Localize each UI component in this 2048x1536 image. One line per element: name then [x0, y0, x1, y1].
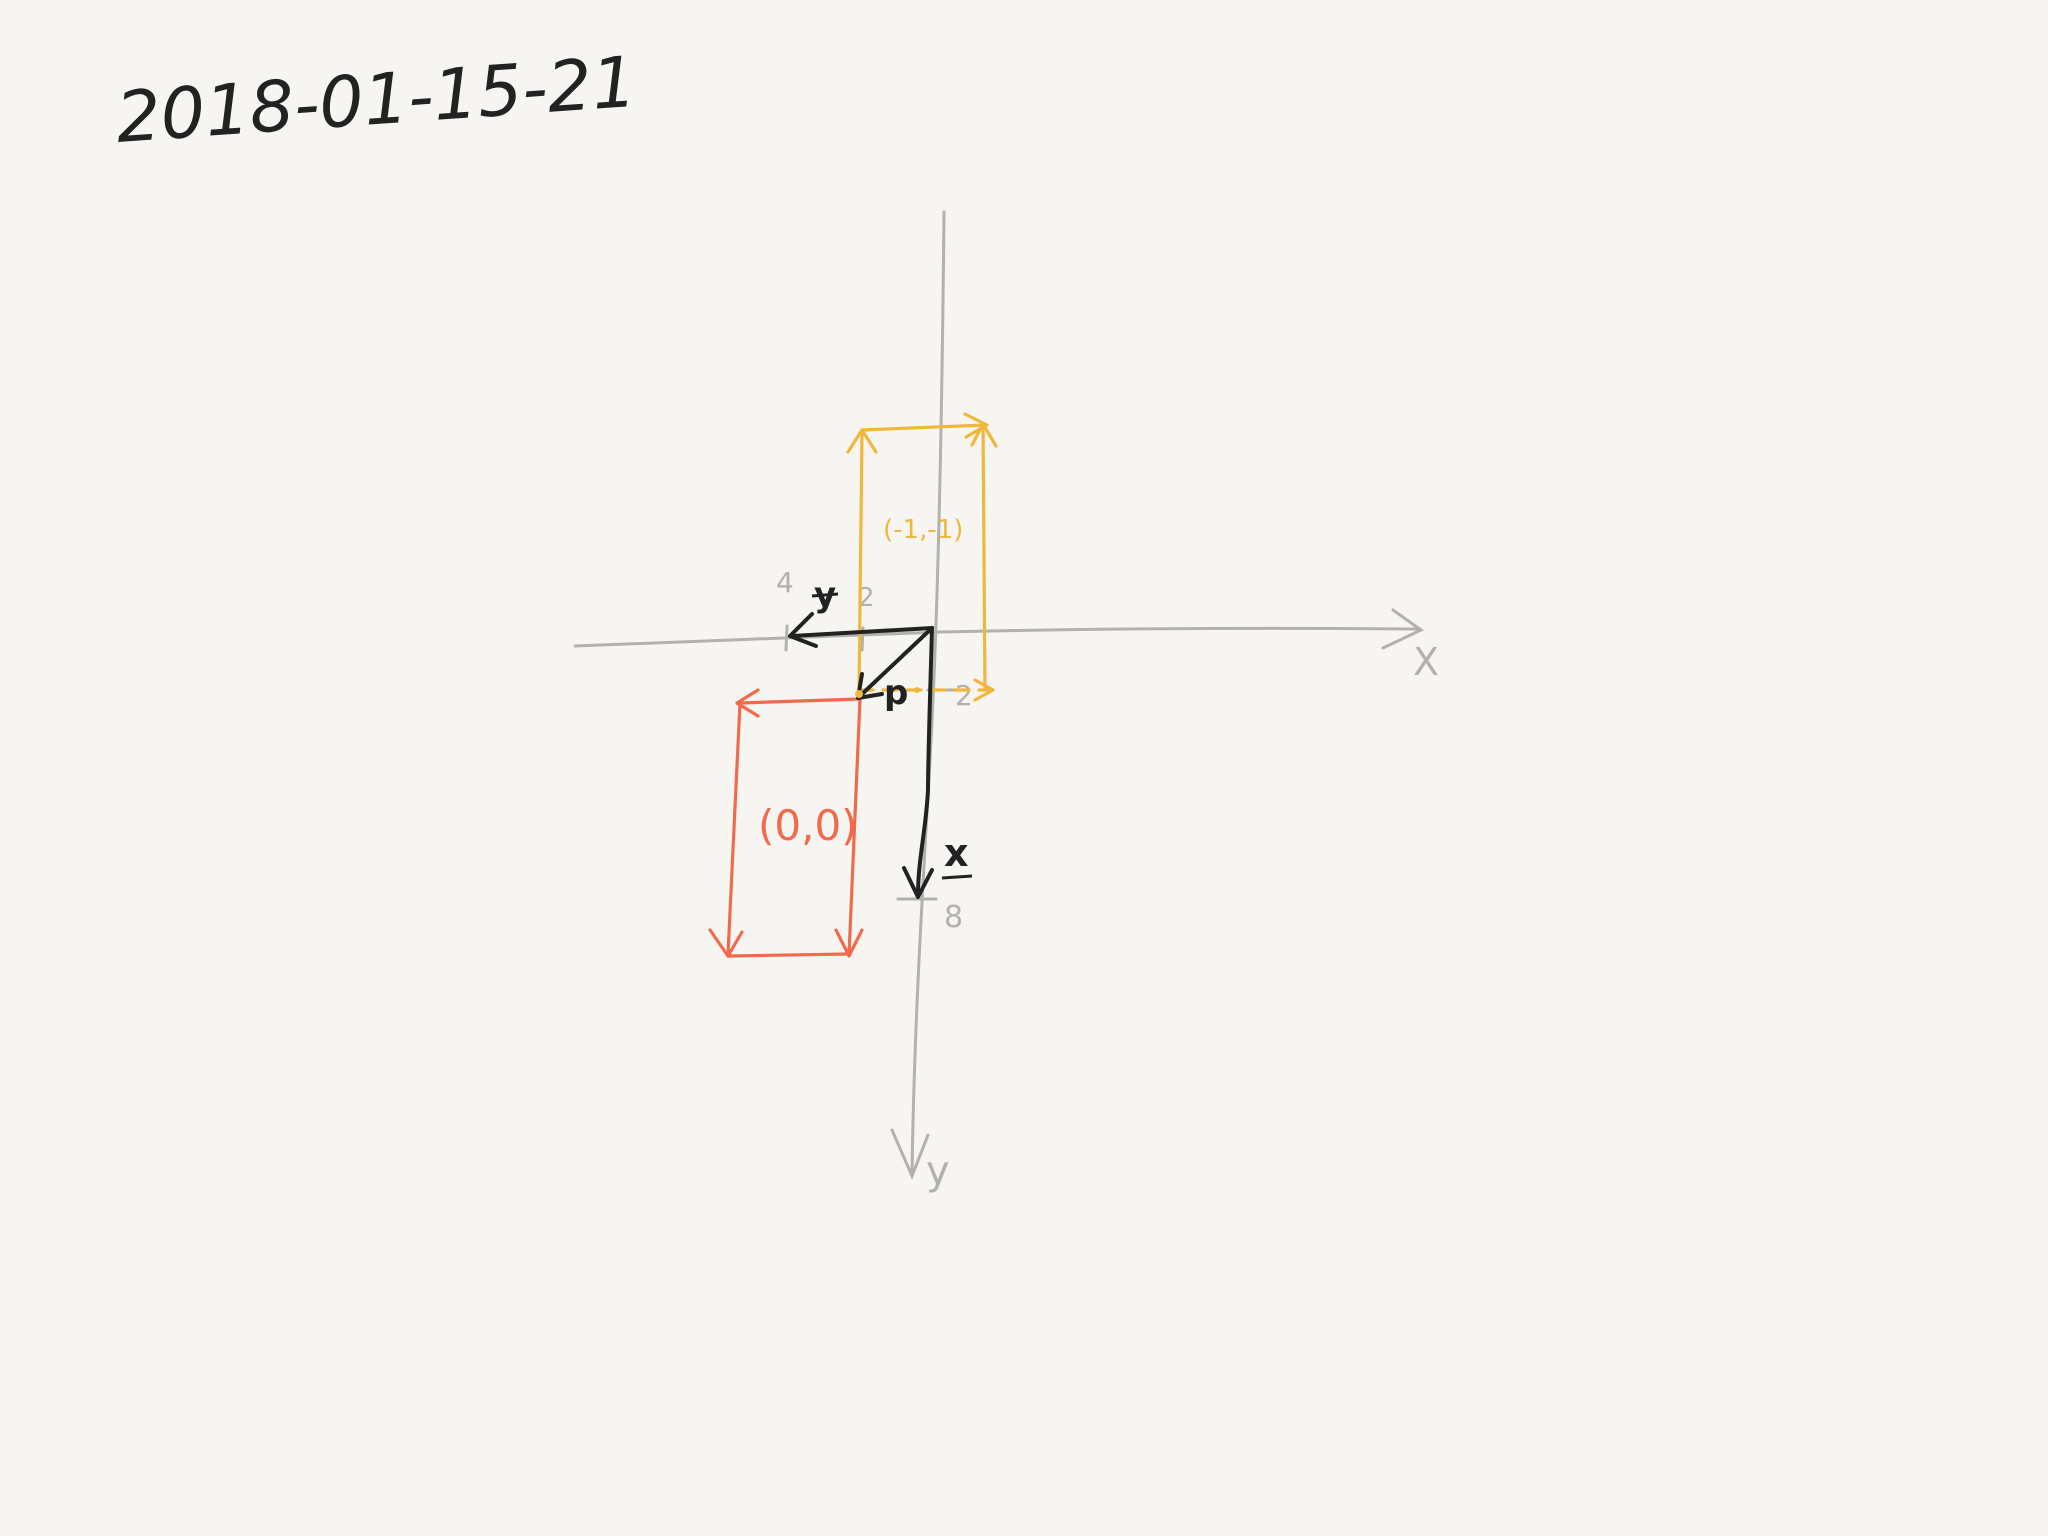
y-axis-arrowhead — [890, 1128, 930, 1180]
tick-x-left — [784, 624, 789, 652]
vector-y-arrowhead — [788, 612, 818, 648]
vector-x-line — [916, 626, 934, 897]
vector-p-line — [858, 626, 934, 698]
point-dot — [914, 687, 920, 693]
yellow-box-label: (-1,-1) — [883, 515, 963, 545]
origin-point — [855, 690, 863, 698]
red-box-bottom-edge — [726, 952, 851, 958]
red-box-right-arrowhead — [834, 928, 864, 958]
vector-x-label: x — [944, 831, 969, 875]
yellow-box-top-edge — [860, 423, 987, 432]
tick-label-y-far: 8 — [944, 900, 963, 935]
red-box-top-edge — [738, 697, 862, 705]
yellow-box-right-arrowhead — [970, 422, 998, 448]
yellow-box-bottom-arrowhead — [973, 678, 995, 702]
red-box-top-arrowhead — [735, 688, 760, 718]
vector-x-underline — [941, 874, 973, 880]
red-box-right-edge — [847, 697, 862, 957]
tick-label-y-near: 2 — [955, 679, 973, 712]
tick-label-x-near: 2 — [858, 583, 875, 613]
red-box-label: (0,0) — [758, 801, 858, 850]
x-axis-line — [573, 626, 1422, 648]
yellow-box-left-edge — [857, 430, 864, 692]
yellow-box-right-edge — [981, 422, 987, 692]
yellow-box — [846, 412, 998, 702]
red-box-left-edge — [726, 701, 742, 956]
vector-y-line — [790, 626, 934, 638]
vector-x-arrowhead — [902, 866, 934, 899]
basis-vectors — [788, 612, 934, 899]
yellow-box-top-arrowhead — [963, 412, 989, 439]
x-axis-label: X — [1413, 640, 1439, 684]
red-box-left-arrowhead — [708, 928, 744, 958]
vector-p-label: p — [884, 673, 908, 713]
red-box — [708, 688, 864, 958]
vector-y-underline — [811, 592, 839, 598]
date-text: 2018-01-15-21 — [113, 41, 639, 159]
y-axis-label: y — [926, 1148, 950, 1194]
coordinate-axes — [573, 210, 1424, 1180]
tick-label-x-left: 4 — [776, 566, 794, 599]
x-axis-arrowhead — [1381, 608, 1424, 650]
y-axis-line — [910, 210, 946, 1177]
vector-p-arrowhead — [856, 672, 884, 700]
